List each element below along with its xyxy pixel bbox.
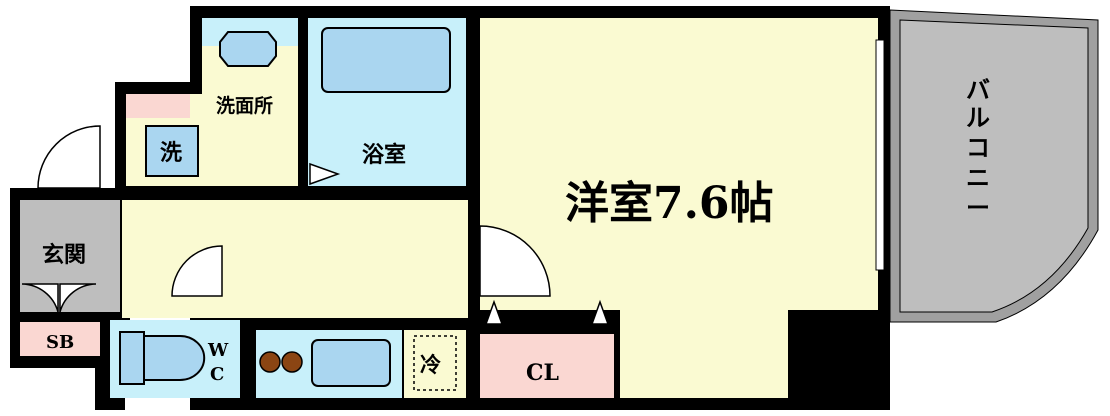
toilet-w-label: W: [207, 340, 229, 361]
balcony-char-3: コ: [966, 133, 990, 162]
fridge-label: 冷: [420, 352, 441, 377]
western-room-label: 洋室7.6帖: [565, 178, 774, 229]
balcony-char-5: ー: [966, 193, 990, 222]
balcony-char-4: ニ: [966, 163, 990, 192]
washroom-label: 洗面所: [216, 94, 273, 117]
front-door-swing: [37, 125, 101, 189]
room-door-swing: [479, 225, 551, 297]
balcony-window: [875, 39, 885, 271]
washing-machine: [145, 125, 199, 177]
western-room-floor-lower: [620, 300, 788, 398]
bathtub: [321, 27, 451, 93]
balcony-char-2: ル: [966, 103, 990, 132]
bathroom-label: 浴室: [362, 142, 406, 168]
stove-burner-2: [281, 351, 303, 373]
western-room-floor: [480, 18, 878, 310]
washer-label: 洗: [160, 140, 182, 166]
shoe-box-label: SB: [46, 332, 74, 353]
closet-label: CL: [526, 360, 559, 386]
closet-floor: [480, 334, 614, 398]
bathroom-door: [309, 162, 341, 186]
washer-area-pink: [126, 94, 190, 118]
stove-burner-1: [259, 351, 281, 373]
toilet-fixture: [119, 331, 206, 385]
balcony: [889, 9, 1099, 323]
shoe-box: [20, 322, 100, 356]
entrance-label: 玄関: [42, 242, 86, 268]
pillar: [788, 310, 890, 410]
balcony-char-1: バ: [966, 75, 990, 104]
balcony-label: バ ル コ ニ ー: [966, 75, 990, 222]
sink: [311, 339, 391, 387]
washbasin: [219, 31, 277, 67]
kitchen-floor: [122, 200, 468, 318]
toilet-c-label: C: [210, 364, 224, 385]
